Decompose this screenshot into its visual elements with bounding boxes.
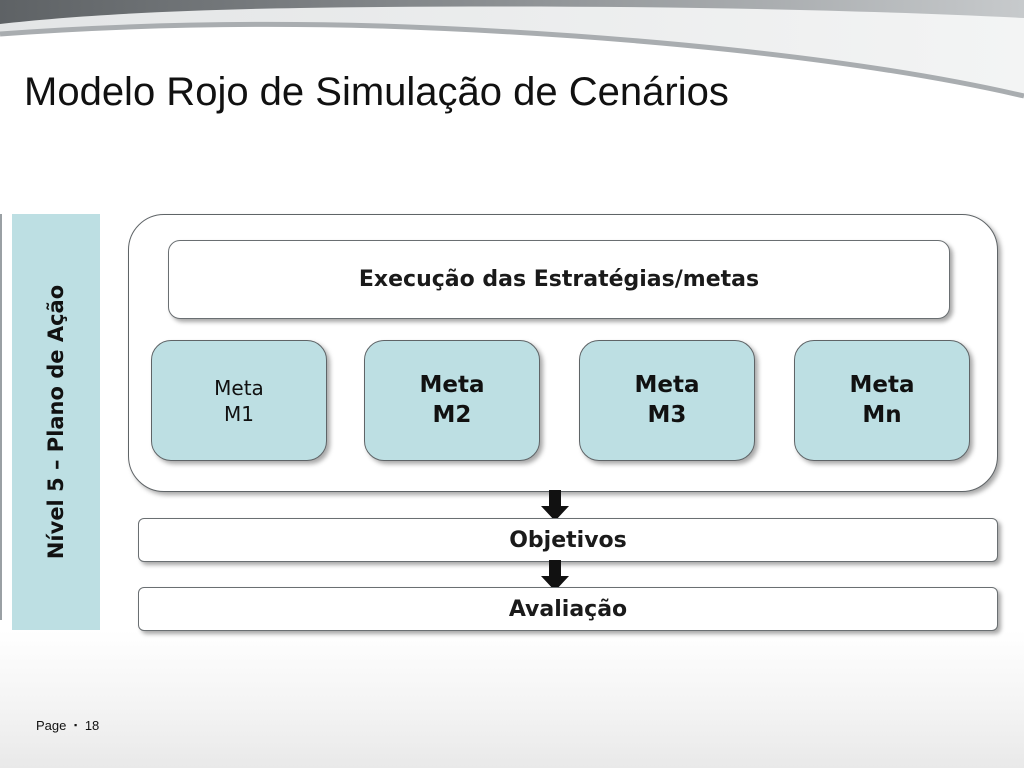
footer-separator-icon: ▪ bbox=[74, 720, 78, 730]
meta-code: M3 bbox=[647, 401, 687, 428]
down-arrow-icon bbox=[541, 560, 569, 591]
meta-title: Meta bbox=[419, 371, 485, 398]
slide-title: Modelo Rojo de Simulação de Cenários bbox=[24, 70, 729, 114]
objectives-label: Objetivos bbox=[509, 527, 627, 553]
execution-box: Execução das Estratégias/metas bbox=[168, 240, 950, 319]
header-swoosh-decoration bbox=[0, 0, 1024, 99]
page-footer: Page ▪ 18 bbox=[36, 718, 99, 733]
meta-code: M1 bbox=[224, 401, 254, 426]
meta-title: Meta bbox=[849, 371, 915, 398]
page-number: 18 bbox=[84, 718, 100, 733]
execution-label: Execução das Estratégias/metas bbox=[358, 267, 760, 292]
level-side-label: Nível 5 – Plano de Ação bbox=[44, 284, 68, 560]
level-side-panel bbox=[12, 214, 100, 630]
meta-code: Mn bbox=[862, 401, 902, 428]
meta-box-mn: Meta Mn bbox=[794, 340, 970, 461]
down-arrow-icon bbox=[541, 490, 569, 521]
evaluation-label: Avaliação bbox=[508, 596, 628, 622]
meta-box-m1: Meta M1 bbox=[151, 340, 327, 461]
evaluation-box: Avaliação bbox=[138, 587, 998, 631]
meta-title: Meta bbox=[634, 371, 700, 398]
meta-box-m3: Meta M3 bbox=[579, 340, 755, 461]
page-label: Page bbox=[36, 718, 67, 733]
meta-title: Meta bbox=[214, 375, 264, 400]
left-edge-rule bbox=[0, 214, 2, 620]
meta-code: M2 bbox=[432, 401, 472, 428]
objectives-box: Objetivos bbox=[138, 518, 998, 562]
meta-box-m2: Meta M2 bbox=[364, 340, 540, 461]
bottom-gradient-decoration bbox=[0, 630, 1024, 768]
